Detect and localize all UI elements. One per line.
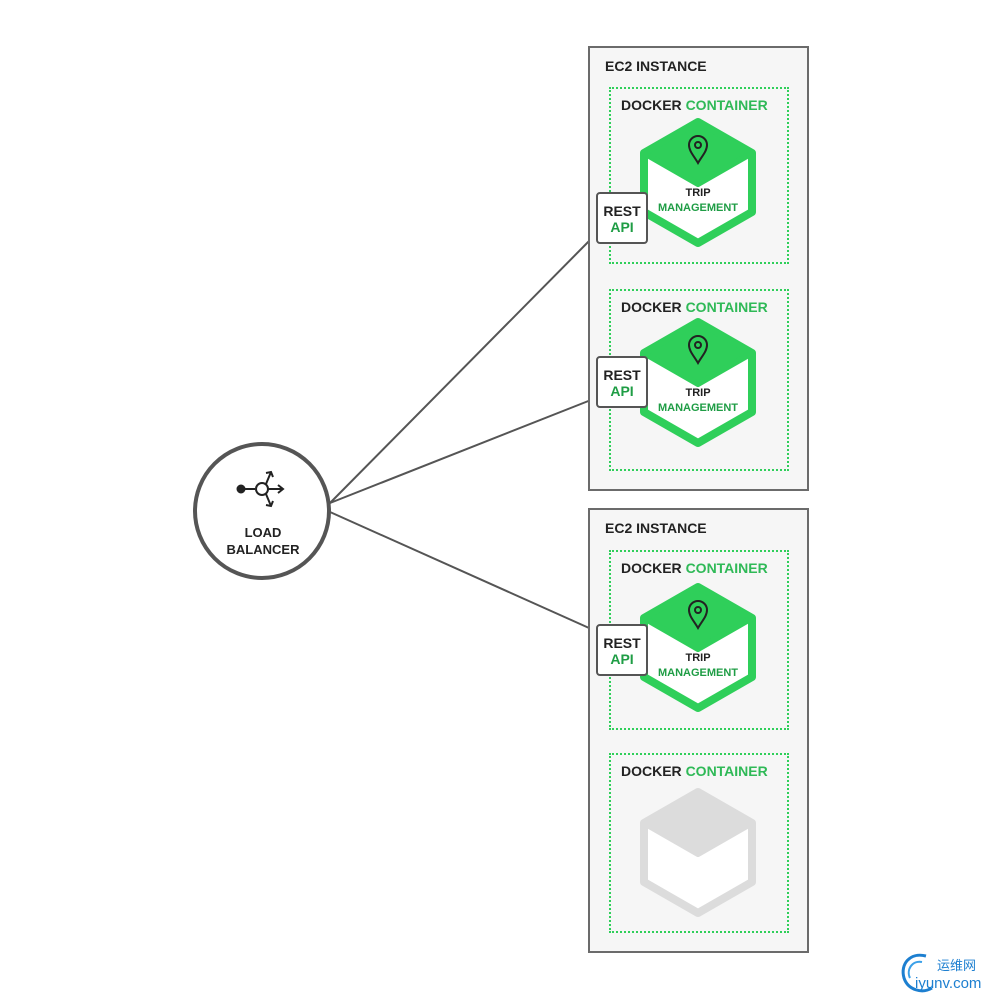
rest-api-box-2: REST API [596, 356, 648, 408]
trip-management-hexagon-3 [640, 583, 756, 712]
service-label-2: TRIP MANAGEMENT [657, 387, 739, 414]
rest-api-box-1: REST API [596, 192, 648, 244]
docker-container-title: DOCKER CONTAINER [621, 560, 768, 576]
watermark-logo-icon [901, 953, 933, 993]
trip-management-hexagon-2 [640, 318, 756, 447]
watermark-url: iyunv.com [915, 975, 982, 992]
empty-hexagon-icon [640, 788, 756, 917]
load-balancer-label: LOAD BALANCER [226, 525, 300, 557]
load-balancer-icon [236, 470, 285, 508]
docker-container-1: DOCKER CONTAINER [609, 87, 789, 264]
docker-container-3: DOCKER CONTAINER [609, 550, 789, 730]
ec2-instance-title: EC2 INSTANCE [605, 520, 707, 536]
docker-container-title: DOCKER CONTAINER [621, 299, 768, 315]
docker-container-4: DOCKER CONTAINER [609, 753, 789, 933]
watermark-text: 运维网 [937, 959, 977, 974]
docker-container-2: DOCKER CONTAINER [609, 289, 789, 471]
connector-line-3 [329, 511, 599, 633]
map-pin-icon [687, 335, 709, 366]
docker-container-title: DOCKER CONTAINER [621, 97, 768, 113]
load-balancer-node [193, 442, 331, 580]
rest-api-box-3: REST API [596, 624, 648, 676]
ec2-instance-title: EC2 INSTANCE [605, 58, 707, 74]
service-label-3: TRIP MANAGEMENT [657, 652, 739, 679]
trip-management-hexagon-1 [640, 118, 756, 247]
docker-container-title: DOCKER CONTAINER [621, 763, 768, 779]
connector-line-2 [329, 397, 597, 504]
service-label-1: TRIP MANAGEMENT [657, 187, 739, 214]
map-pin-icon [687, 135, 709, 166]
map-pin-icon [687, 600, 709, 631]
connector-line-1 [329, 233, 597, 504]
